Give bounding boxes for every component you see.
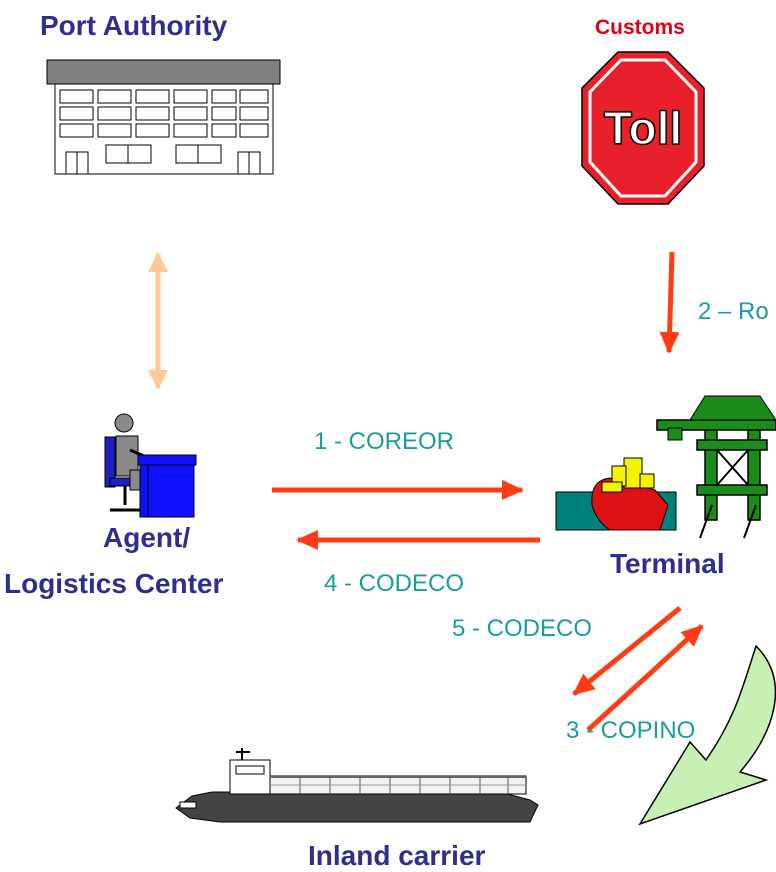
message-label-3: 3 - COPINO [566, 717, 696, 744]
building-icon [46, 59, 281, 175]
arrow-customs-to-terminal [659, 251, 680, 354]
curved-arrow-icon [638, 644, 776, 826]
message-label-1: 1 - COREOR [314, 428, 455, 455]
inland-carrier-label: Inland carrier [308, 840, 486, 871]
port-authority-label: Port Authority [40, 10, 228, 41]
stop-sign-text: Toll [604, 102, 682, 154]
arrow-copino [586, 624, 704, 732]
terminal-label: Terminal [610, 548, 725, 579]
message-label-5: 5 - CODECO [452, 615, 593, 642]
message-label-2: 2 – Ro [698, 298, 769, 325]
stop-sign-icon: Toll [581, 51, 705, 205]
terminal-crane-ship-icon [555, 395, 776, 539]
office-worker-icon [104, 413, 197, 518]
agent-label-line2: Logistics Center [4, 568, 224, 599]
agent-label-line1: Agent/ [103, 522, 191, 553]
container-ship-icon [175, 748, 539, 823]
message-label-4: 4 - CODECO [324, 570, 465, 597]
customs-label: Customs [595, 16, 685, 39]
arrow-codeco-5 [572, 606, 682, 696]
